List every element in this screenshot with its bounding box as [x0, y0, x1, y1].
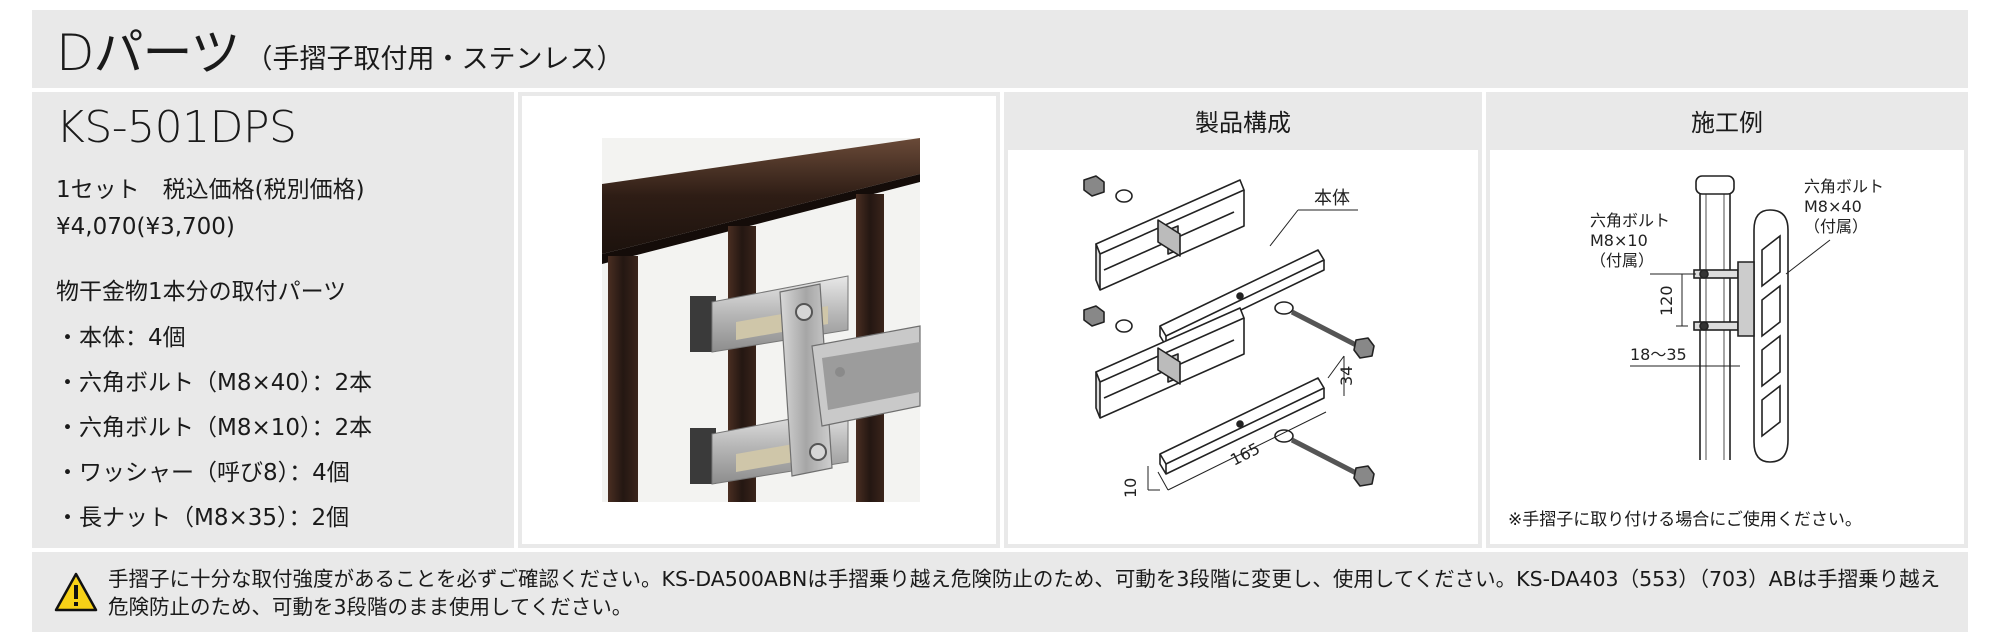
price-label: 1セット 税込価格(税別価格)	[56, 177, 365, 203]
dim-165: 165	[1227, 439, 1263, 470]
example-note: ※手摺子に取り付ける場合にご使用ください。	[1508, 510, 1862, 530]
label-body: 本体	[1314, 188, 1350, 209]
warning-text: 手摺子に十分な取付強度があることを必ずご確認ください。KS-DA500ABNは手…	[108, 567, 1941, 619]
dim-range: 18～35	[1630, 345, 1687, 364]
product-code: KS-501DPS	[56, 102, 297, 153]
composition-panel: 製品構成	[1004, 92, 1482, 548]
bolt40-note: （付属）	[1804, 217, 1868, 236]
photo-frame	[522, 96, 996, 544]
page-subtitle: （手摺子取付用・ステンレス）	[245, 43, 624, 75]
product-photo	[602, 138, 921, 502]
dim-120: 120	[1657, 285, 1676, 316]
composition-diagram: 本体 34 165 10	[1083, 175, 1375, 498]
parts-description: 物干金物1本分の取付パーツ	[56, 279, 347, 305]
bolt10-name: 六角ボルト	[1590, 211, 1670, 230]
parts-item: ・本体：4個	[56, 325, 186, 351]
dim-34: 34	[1337, 366, 1356, 386]
example-heading: 施工例	[1691, 108, 1763, 137]
composition-diagram-frame: 本体 34 165 10	[1008, 150, 1478, 544]
parts-item: ・ワッシャー（呼び8）：4個	[56, 460, 350, 486]
dim-10: 10	[1121, 478, 1140, 498]
composition-heading: 製品構成	[1195, 108, 1291, 137]
product-info-panel: KS-501DPS 1セット 税込価格(税別価格) ¥4,070(¥3,700)…	[32, 92, 514, 548]
example-diagram: 六角ボルト M8×40 （付属） 六角ボルト M8×10 （付属） 120 18…	[1590, 175, 1884, 463]
example-panel: 施工例	[1486, 92, 1968, 548]
warning-bar: 手摺子に十分な取付強度があることを必ずご確認ください。KS-DA500ABNは手…	[32, 552, 1968, 632]
warning-icon	[54, 572, 98, 612]
page-header: Dパーツ （手摺子取付用・ステンレス）	[32, 10, 1968, 88]
bolt10-size: M8×10	[1590, 231, 1648, 250]
bolt40-name: 六角ボルト	[1804, 177, 1884, 196]
bolt40-size: M8×40	[1804, 197, 1862, 216]
example-diagram-frame: 六角ボルト M8×40 （付属） 六角ボルト M8×10 （付属） 120 18…	[1490, 150, 1964, 544]
product-photo-panel	[518, 92, 1000, 548]
parts-item: ・長ナット（M8×35）：2個	[56, 505, 350, 531]
bolt10-note: （付属）	[1590, 251, 1654, 270]
page-title: Dパーツ	[56, 24, 241, 82]
parts-item: ・六角ボルト（M8×40）：2本	[56, 370, 373, 396]
price: ¥4,070(¥3,700)	[56, 214, 235, 240]
parts-item: ・六角ボルト（M8×10）：2本	[56, 415, 373, 441]
